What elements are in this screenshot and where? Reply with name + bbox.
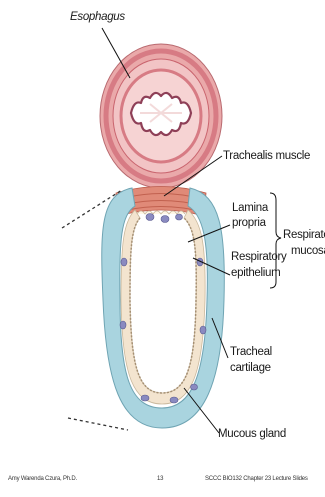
label-tracheal-cartilage-line2: cartilage (230, 361, 271, 376)
label-respiratory-mucosa-line1: Respirator (283, 228, 325, 243)
label-respiratory-mucosa-line2: mucosa (291, 244, 325, 259)
label-lamina-propria-line2: propria (232, 216, 266, 231)
label-esophagus: Esophagus (70, 10, 125, 25)
label-lamina-propria-line1: Lamina (232, 201, 268, 216)
footer-author: Amy Warenda Czura, Ph.D. (8, 476, 77, 482)
label-respiratory-epithelium-line1: Respiratory (231, 250, 287, 265)
label-mucous-gland: Mucous gland (218, 427, 286, 442)
footer-course: SCCC BIO132 Chapter 23 Lecture Slides (205, 476, 308, 482)
label-respiratory-epithelium-line2: epithelium (231, 266, 280, 281)
label-trachealis-muscle: Trachealis muscle (223, 149, 310, 164)
respiratory-mucosa-lining (121, 210, 205, 404)
esophagus (100, 44, 222, 188)
footer-page-number: 13 (157, 476, 163, 482)
tracheal-cartilage (102, 188, 225, 428)
label-tracheal-cartilage-line1: Tracheal (230, 345, 272, 360)
